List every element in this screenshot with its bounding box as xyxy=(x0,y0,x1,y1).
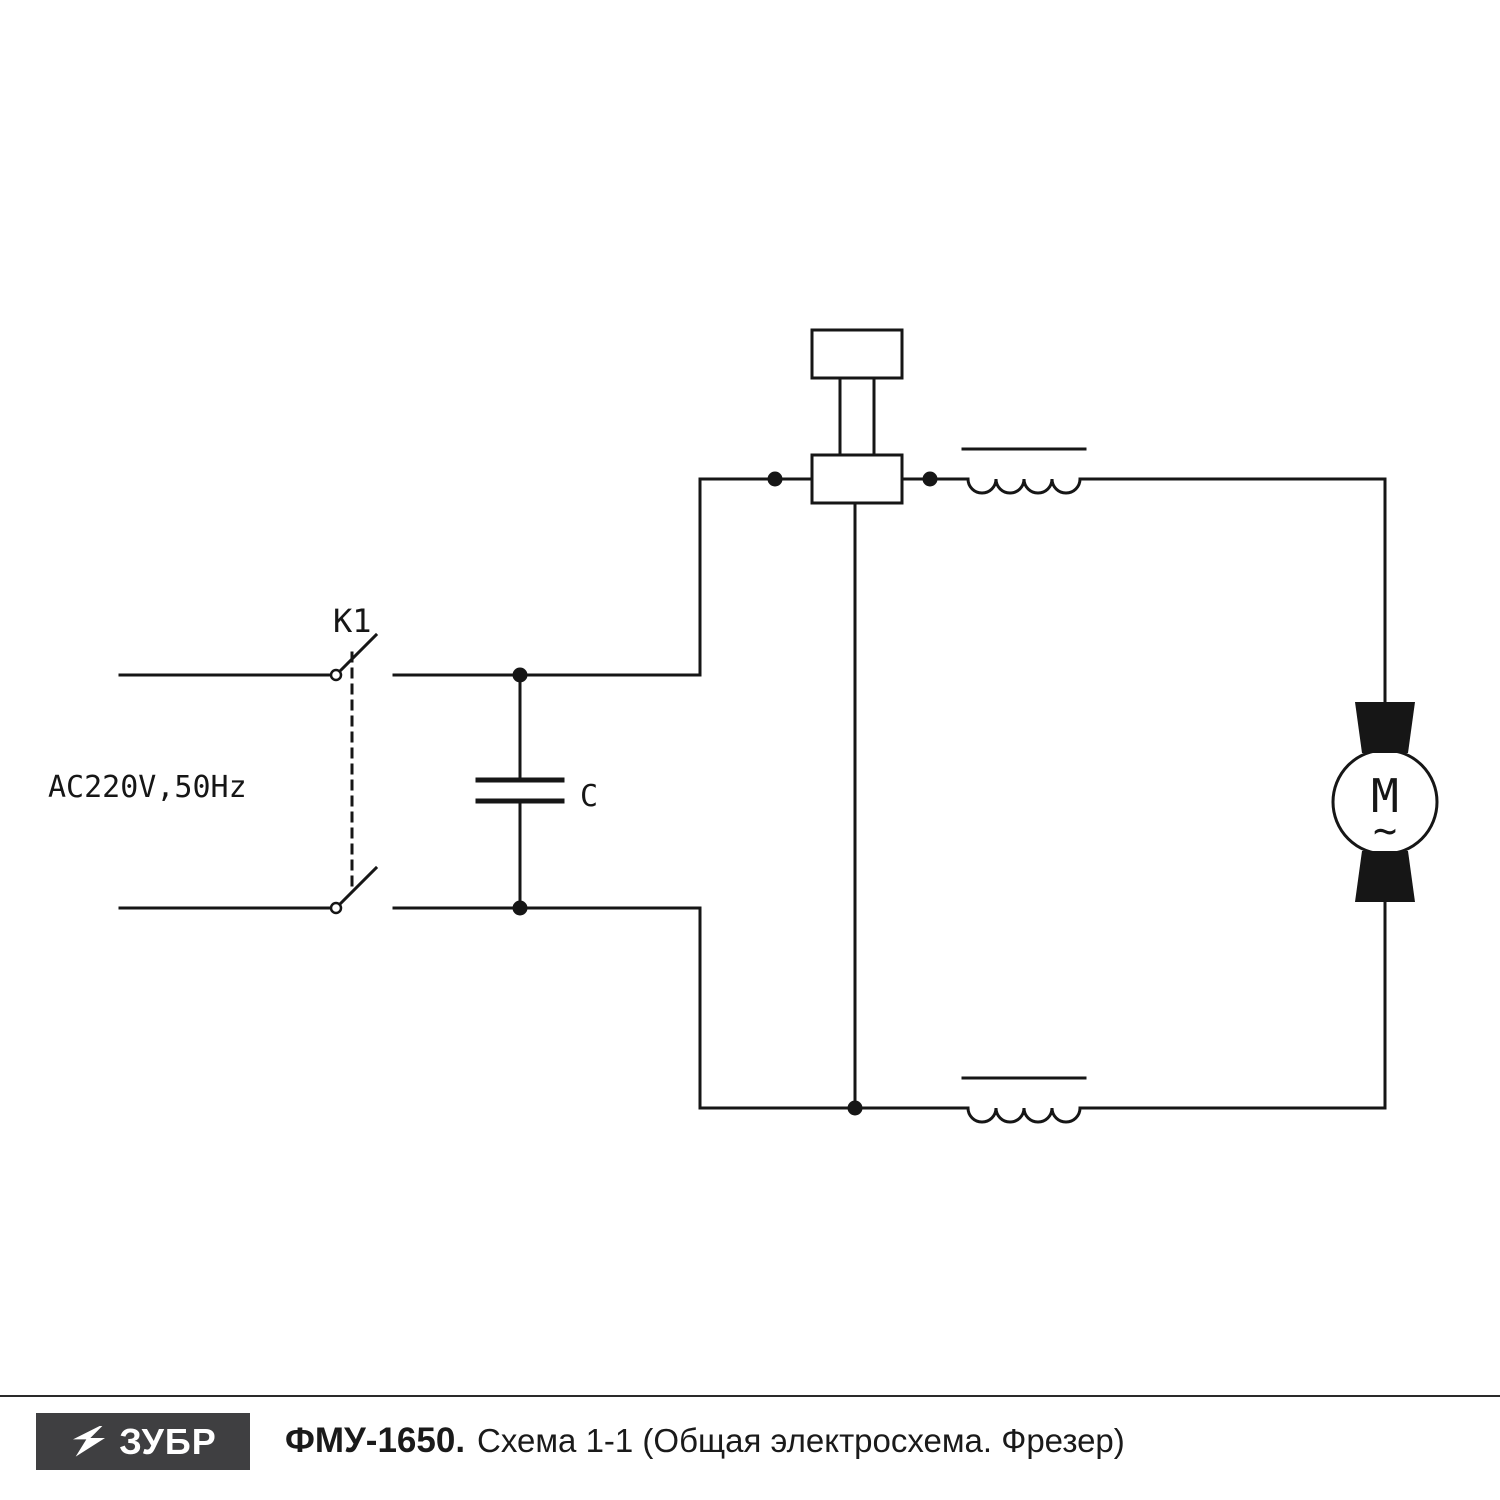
capacitor-label: C xyxy=(580,779,598,814)
motor-brush-top xyxy=(1355,702,1415,753)
solid-parts xyxy=(512,471,1415,1116)
motor-letter: M xyxy=(1371,769,1399,823)
motor-wave-icon: ~ xyxy=(1373,808,1397,854)
junction-dot xyxy=(512,667,528,683)
power-label: AC220V,50Hz xyxy=(48,770,247,805)
wire-bottom-run xyxy=(392,906,970,1110)
footer-divider xyxy=(0,1395,1500,1397)
footer: ЗУБР ФМУ-1650. Схема 1-1 (Общая электрос… xyxy=(0,1408,1500,1474)
switch-contacts xyxy=(329,668,343,915)
switch-blade-top xyxy=(338,632,379,673)
module-knob xyxy=(810,328,904,380)
circuit-diagram: K1 AC220V,50Hz C M ~ xyxy=(48,328,1439,1124)
wire-motor-to-bottom xyxy=(1078,896,1387,1110)
junction-dot xyxy=(512,900,528,916)
wire-top-run xyxy=(392,477,814,677)
zubr-logo: ЗУБР xyxy=(36,1413,250,1470)
coil-bottom-windings xyxy=(966,1106,1082,1124)
zubr-logo-text: ЗУБР xyxy=(119,1420,217,1462)
switch-label: K1 xyxy=(333,602,372,640)
footer-title: ФМУ-1650. Схема 1-1 (Общая электросхема.… xyxy=(285,1408,1125,1474)
motor-brush-bottom xyxy=(1355,851,1415,902)
module-body xyxy=(810,453,904,505)
junction-dot xyxy=(767,471,783,487)
junction-dot xyxy=(847,1100,863,1116)
switch-contact-top xyxy=(329,668,343,682)
wire-coil-to-motor xyxy=(1078,477,1387,708)
model-number: ФМУ-1650. xyxy=(285,1421,466,1460)
junction-dot xyxy=(922,471,938,487)
coil-top-windings xyxy=(966,477,1082,495)
switch-blade-bottom xyxy=(338,865,379,906)
module-stem xyxy=(838,376,876,457)
zubr-logo-icon xyxy=(73,1425,106,1457)
switch-contact-bottom xyxy=(329,901,343,915)
wiring xyxy=(118,328,1439,1124)
schema-title: Схема 1-1 (Общая электросхема. Фрезер) xyxy=(477,1422,1125,1459)
